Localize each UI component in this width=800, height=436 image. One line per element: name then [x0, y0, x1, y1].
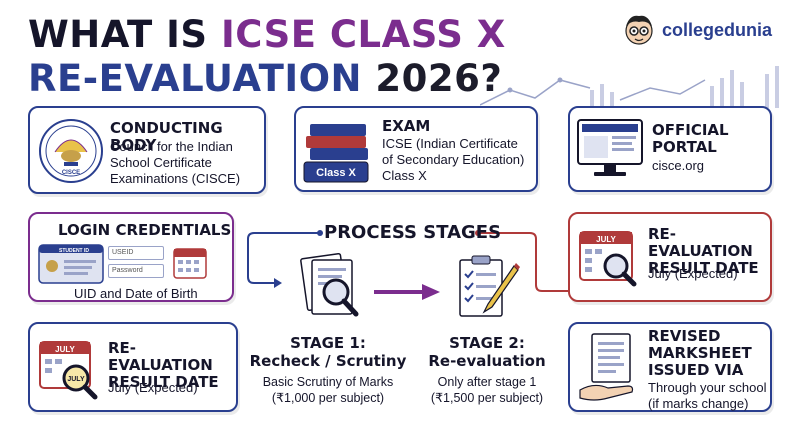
cisce-seal-icon: CISCE: [39, 119, 103, 183]
arrow-right-icon: [374, 284, 440, 300]
calendar-month-right: JULY: [596, 235, 616, 244]
conducting-body-card: CISCE CONDUCTING BODY Council for the In…: [28, 106, 266, 194]
portal-heading: OFFICIAL PORTAL: [652, 121, 729, 156]
brand-logo[interactable]: collegedunia: [620, 10, 790, 50]
exam-text: ICSE (Indian Certificate of Secondary Ed…: [382, 136, 525, 183]
monitor-icon: [577, 119, 643, 176]
exam-card: Class X EXAM ICSE (Indian Certificate of…: [294, 106, 538, 192]
portal-card: OFFICIAL PORTAL cisce.org: [568, 106, 772, 192]
login-text: UID and Date of Birth: [74, 286, 198, 301]
mascot-icon: [625, 15, 653, 45]
seal-label: CISCE: [62, 170, 80, 176]
calendar-icon: [173, 248, 207, 279]
login-heading: LOGIN CREDENTIALS: [58, 221, 232, 239]
userid-input[interactable]: USEID: [108, 246, 164, 260]
id-card-icon: STUDENT ID: [38, 244, 104, 284]
magnifier-label: JULY: [67, 376, 85, 383]
stage2-desc2: (₹1,500 per subject): [430, 391, 544, 405]
stage1-desc1: Basic Scrutiny of Marks: [262, 375, 394, 389]
process-heading: PROCESS STAGES: [324, 222, 502, 243]
id-card-label: STUDENT ID: [59, 248, 89, 254]
calendar-magnifier-icon: JULY JULY: [39, 341, 98, 400]
password-input[interactable]: Password: [108, 264, 164, 278]
result-date-heading-right: RE-EVALUATION RESULT DATE: [648, 225, 759, 277]
exam-heading: EXAM: [382, 117, 431, 135]
stage2-subtitle: Re-evaluation: [428, 352, 546, 370]
result-date-card-right: JULY RE-EVALUATION RESULT DATE July (Exp…: [568, 212, 772, 302]
stage1-subtitle: Recheck / Scrutiny: [249, 352, 407, 370]
conducting-body-text: Council for the Indian School Certificat…: [110, 139, 241, 186]
marksheet-heading: REVISED MARKSHEET ISSUED VIA: [648, 327, 752, 379]
calendar-month-left: JULY: [55, 345, 75, 354]
marksheet-text: Through your school (if marks change): [648, 380, 767, 411]
books-icon: Class X: [303, 124, 369, 183]
checklist-pencil-icon: [459, 255, 520, 317]
decorative-chart-icon: [480, 66, 779, 108]
conducting-body-heading: CONDUCTING BODY: [110, 119, 223, 154]
stage2-title: STAGE 2:: [449, 334, 525, 352]
result-date-heading-left: RE-EVALUATION RESULT DATE: [108, 339, 219, 391]
marksheet-card: REVISED MARKSHEET ISSUED VIA Through you…: [568, 322, 772, 412]
brand-name: collegedunia: [662, 20, 773, 40]
result-date-card-left: JULY JULY RE-EVALUATION RESULT DATE July…: [28, 322, 238, 412]
marksheet-hand-icon: [579, 333, 634, 401]
document-magnifier-icon: [300, 252, 359, 317]
process-connector-lines: [247, 230, 570, 292]
book-label: Class X: [316, 167, 356, 179]
stage2-desc1: Only after stage 1: [437, 375, 537, 389]
result-date-text-left: July (Expected): [108, 380, 198, 395]
page-title-line2: RE-EVALUATION 2026?: [28, 57, 503, 100]
calendar-magnifier-icon: JULY: [579, 231, 637, 287]
page-title-line1: WHAT IS ICSE CLASS X: [28, 13, 506, 56]
portal-text[interactable]: cisce.org: [652, 158, 705, 173]
stage1-title: STAGE 1:: [290, 334, 366, 352]
stage1-desc2: (₹1,000 per subject): [271, 391, 385, 405]
login-card: LOGIN CREDENTIALS STUDENT ID USEID Passw…: [28, 212, 234, 302]
result-date-text-right: July (Expected): [648, 266, 738, 281]
